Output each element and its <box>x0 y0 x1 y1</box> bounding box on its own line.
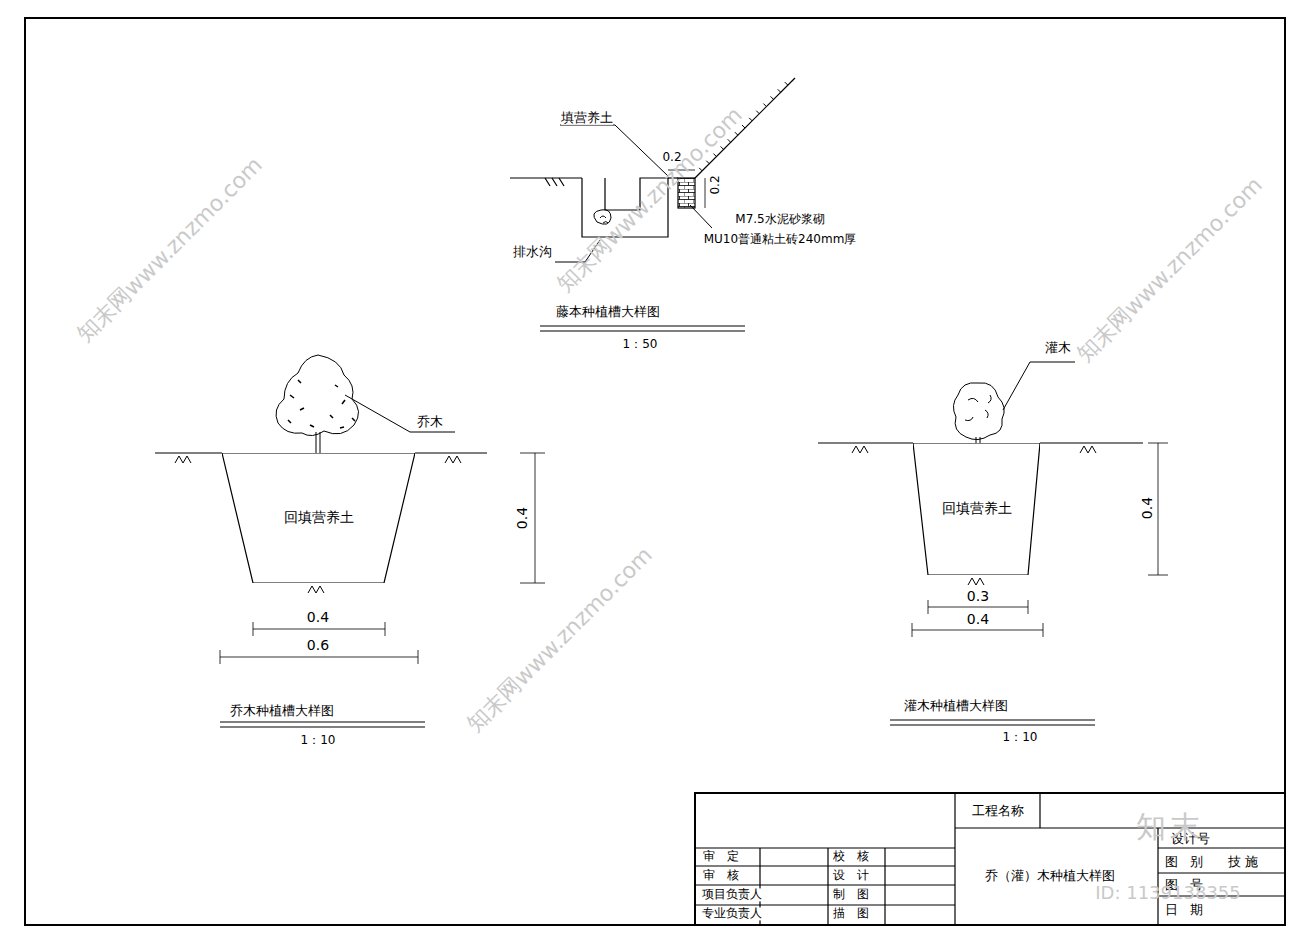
slope-tick <box>699 168 702 171</box>
dimension: 0.4 <box>1140 497 1155 519</box>
callout-text: M7.5水泥砂浆砌 <box>735 213 824 226</box>
fill-label: 回填营养土 <box>940 498 1014 520</box>
title-block-cell: 描图 <box>833 907 881 920</box>
slope-tick <box>763 104 766 107</box>
slope-tick <box>721 146 724 149</box>
watermark: ID: 1139138355 <box>1095 883 1240 903</box>
title-block-cell: 制图 <box>833 888 881 901</box>
title-block-cell: 图别 <box>1165 855 1215 869</box>
slope-tick <box>735 132 738 135</box>
title-block-cell: 审定 <box>703 850 751 863</box>
scale: 1：10 <box>301 734 336 747</box>
dimension: 0.4 <box>515 507 530 529</box>
dimension: 0.4 <box>967 612 989 627</box>
dimension: 0.4 <box>307 610 329 625</box>
dimension: 0.3 <box>967 589 989 604</box>
title-block-cell: 设计 <box>833 869 881 882</box>
scale: 1：50 <box>623 338 658 351</box>
title-block-cell: 技施 <box>1228 855 1262 869</box>
detail-title: 藤本种植槽大样图 <box>556 305 660 319</box>
title-block-cell: 校核 <box>833 850 881 863</box>
title-block-cell: 审核 <box>703 869 751 882</box>
planting-pit: 回填营养土 <box>913 443 1040 575</box>
slope-tick <box>713 154 716 157</box>
slope-tick <box>771 96 774 99</box>
watermark: 知末 <box>1136 810 1204 843</box>
callout-text: 乔木 <box>417 415 443 429</box>
watermark: 知末网www.znzmo.com <box>73 153 267 347</box>
grass-symbol <box>968 578 984 585</box>
grass-symbol <box>852 446 868 453</box>
slope-tick <box>749 118 752 121</box>
slope-tick <box>756 111 759 114</box>
fill-label: 回填营养土 <box>282 507 356 529</box>
callout-text: 灌木 <box>1045 341 1071 355</box>
detail-title: 乔木种植槽大样图 <box>230 704 334 718</box>
grass-symbol <box>1080 446 1096 453</box>
slope-tick <box>706 161 709 164</box>
scale: 1：10 <box>1003 731 1038 744</box>
slope-tick <box>785 82 788 85</box>
callout-text: 填营养土 <box>561 111 613 125</box>
grass-symbol <box>175 456 191 463</box>
watermark: 知末网www.znzmo.com <box>1073 173 1267 367</box>
title-block-cell: 专业负责人 <box>702 907 762 920</box>
slope-tick <box>728 139 731 142</box>
dimension: 0.6 <box>307 638 329 653</box>
title-block-cell: 项目负责人 <box>702 888 762 901</box>
grass-symbol <box>445 456 461 463</box>
planting-pit: 回填营养土 <box>222 453 415 583</box>
dimension: 0.2 <box>709 175 722 194</box>
drawing-title: 乔（灌）木种植大样图 <box>985 869 1115 883</box>
slope-tick <box>778 89 781 92</box>
title-block-cell: 工程名称 <box>972 804 1024 818</box>
slope-tick <box>742 125 745 128</box>
title-block-cell: 日期 <box>1165 903 1215 917</box>
grass-symbol <box>308 586 324 593</box>
callout-text: MU10普通粘土砖240mm厚 <box>704 233 857 246</box>
detail-title: 灌木种植槽大样图 <box>904 699 1008 713</box>
callout-text: 排水沟 <box>513 245 552 259</box>
watermark: 知末网www.znzmo.com <box>463 543 657 737</box>
